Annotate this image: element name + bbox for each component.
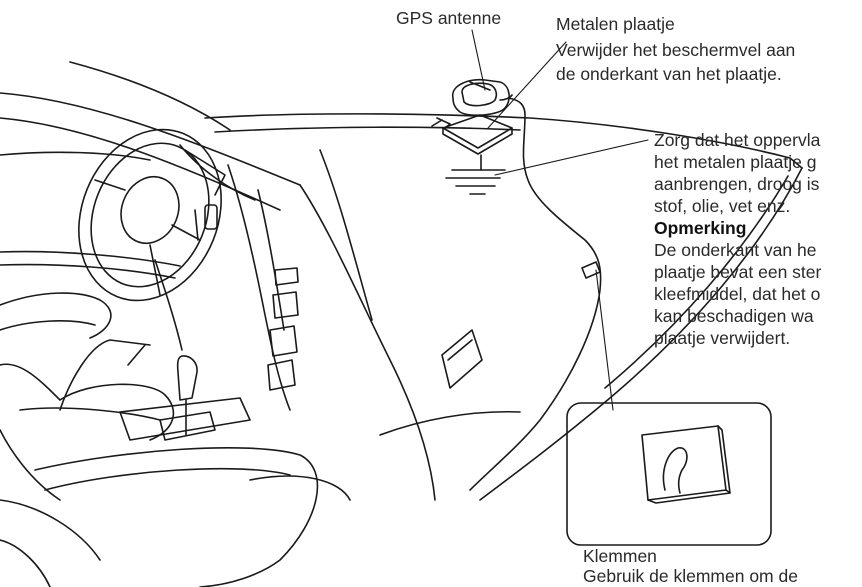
surface-line4: stof, olie, vet enz. xyxy=(654,196,791,216)
glove-box-area xyxy=(441,329,483,389)
clamps-title: Klemmen xyxy=(583,546,657,566)
dashboard-outline xyxy=(0,113,803,501)
surface-line2: het metalen plaatje g xyxy=(654,152,817,172)
note-line5: plaatje verwijdert. xyxy=(654,328,791,348)
seats-and-shifter xyxy=(0,292,351,587)
leader-lines xyxy=(471,29,649,411)
clamps-line1: Gebruik de klemmen om de xyxy=(583,566,798,586)
surface-line3: aanbrengen, droog is xyxy=(654,174,820,194)
steering-wheel xyxy=(78,128,226,351)
center-console-vents xyxy=(267,267,299,391)
roof-lines xyxy=(0,61,301,211)
metal-plate-line1: Verwijder het beschermvel aan xyxy=(556,40,796,60)
surface-symbol xyxy=(445,154,506,195)
note-line4: kan beschadigen wa xyxy=(654,306,814,326)
cable-clip xyxy=(581,261,601,279)
gps-antenna-drawing xyxy=(431,78,602,491)
note-line2: plaatje bevat een ster xyxy=(654,262,822,282)
metal-plate-title: Metalen plaatje xyxy=(556,14,675,34)
gps-antenna-label: GPS antenne xyxy=(396,8,502,28)
surface-line1: Zorg dat het oppervla xyxy=(654,130,821,150)
note-line1: De onderkant van he xyxy=(654,240,817,260)
note-line3: kleefmiddel, dat het o xyxy=(654,284,821,304)
metal-plate-line2: de onderkant van het plaatje. xyxy=(556,64,782,84)
note-heading: Opmerking xyxy=(654,218,747,238)
clamp-detail-box xyxy=(566,402,772,546)
